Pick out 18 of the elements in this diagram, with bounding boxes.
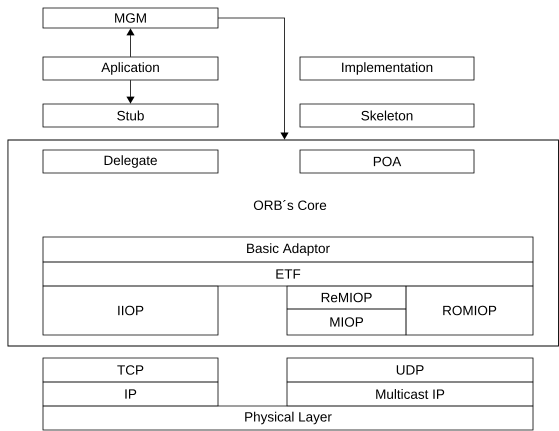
layer-box: Skeleton	[300, 104, 474, 128]
layer-box: Basic Adaptor	[42, 236, 534, 262]
layer-box: UDP	[286, 358, 534, 382]
layer-box: ReMIOP	[286, 286, 406, 310]
layer-box: Physical Layer	[42, 406, 534, 430]
layer-box: POA	[300, 150, 474, 174]
layer-box: IP	[42, 382, 218, 406]
layer-box: ETF	[42, 262, 534, 286]
layer-box: MIOP	[286, 308, 406, 336]
layer-box: MGM	[42, 8, 218, 28]
layer-box: Implementation	[300, 56, 474, 80]
layer-box: Multicast IP	[286, 382, 534, 406]
layer-box: ROMIOP	[406, 286, 534, 336]
layer-box: Delegate	[42, 150, 218, 174]
layer-box: IIOP	[42, 286, 218, 336]
layer-box: Aplication	[42, 56, 218, 80]
layer-box: Stub	[42, 104, 218, 128]
layer-box: TCP	[42, 358, 218, 382]
